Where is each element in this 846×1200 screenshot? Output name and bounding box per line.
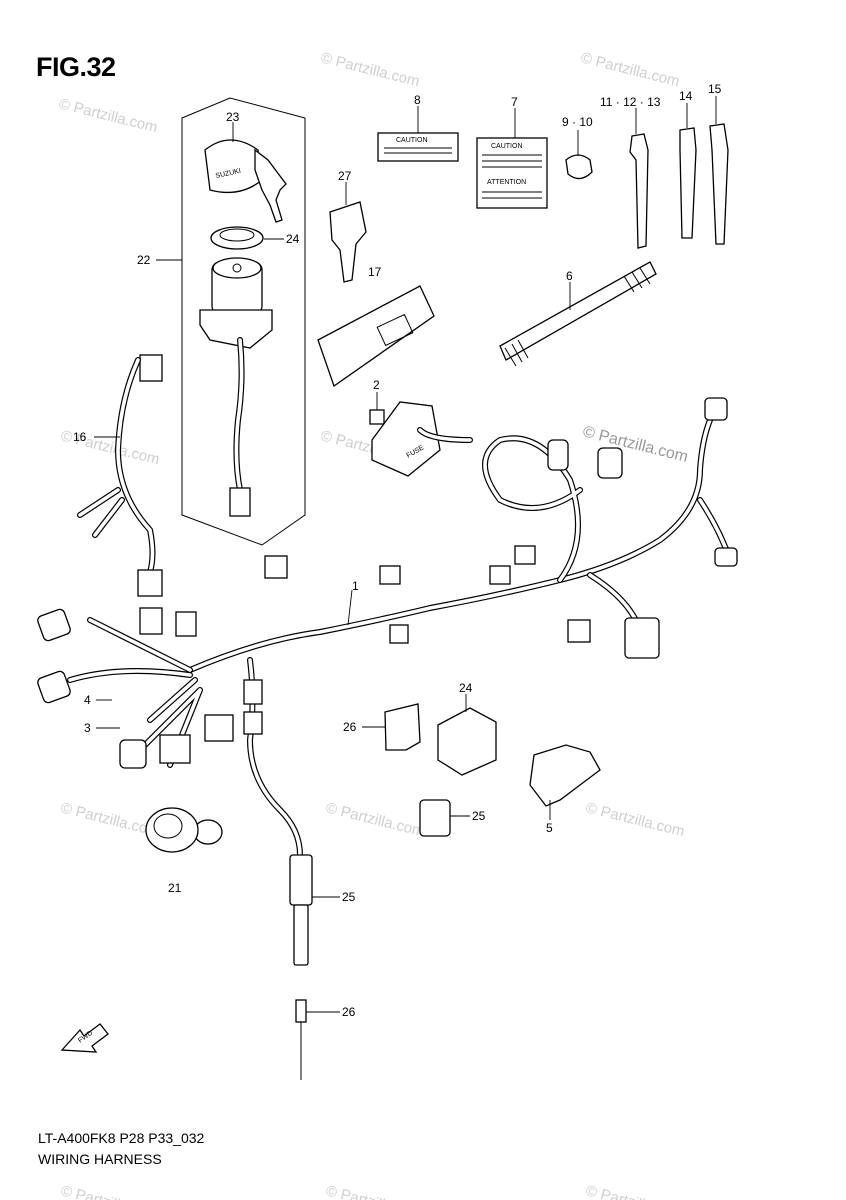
assembly-name: WIRING HARNESS — [38, 1151, 162, 1167]
ring-nut[interactable] — [210, 226, 264, 250]
part-ref: 3 — [84, 721, 91, 735]
part-ref: 2 — [373, 378, 380, 392]
switch-cover[interactable] — [204, 139, 263, 194]
watermark: © Partzilla.com — [319, 49, 421, 90]
sub-harness[interactable] — [77, 354, 163, 597]
part-ref: 24 — [286, 232, 300, 246]
ignition-key[interactable] — [254, 148, 287, 223]
part-ref: 6 — [566, 269, 573, 283]
part-ref: 4 — [84, 693, 91, 707]
watermark: © Partzilla.com — [581, 423, 690, 466]
part-ref: 7 — [511, 95, 518, 109]
wire-clamp[interactable] — [565, 154, 593, 180]
watermark: © Partzilla.com — [59, 1182, 161, 1200]
key-blank[interactable] — [329, 201, 367, 283]
part-ref: 14 — [679, 89, 693, 103]
watermark: © Partzilla.com — [324, 799, 426, 840]
bracket[interactable] — [317, 285, 435, 388]
part-ref: 21 — [168, 881, 182, 895]
forward-arrow: FWD — [60, 1023, 109, 1053]
part-ref: 24 — [459, 681, 473, 695]
watermark: © Partzilla.com — [584, 1182, 686, 1200]
ignition-switch-assembly[interactable]: SUZUKI — [181, 97, 306, 546]
figure-title: FIG.32 — [36, 52, 116, 82]
sensor[interactable] — [289, 854, 313, 966]
caution-text: CAUTION — [491, 143, 523, 150]
part-ref: 9 · 10 — [562, 115, 593, 129]
fuse-box[interactable]: FUSE — [371, 401, 441, 477]
watermark: © Partzilla.com — [324, 1182, 426, 1200]
clamp-band[interactable] — [709, 123, 729, 245]
watermark: © Partzilla.com — [579, 49, 681, 90]
model-code: LT-A400FK8 P28 P33_032 — [38, 1130, 205, 1146]
caution-label-small[interactable]: CAUTION — [377, 132, 459, 162]
starter-rod[interactable] — [499, 261, 657, 367]
leader-lines — [94, 96, 717, 1013]
caution-attention-label[interactable]: CAUTION ATTENTION — [476, 137, 548, 209]
watermark: © Partzilla.com — [584, 799, 686, 840]
relay[interactable] — [437, 707, 497, 776]
part-ref: 27 — [338, 169, 352, 183]
main-wiring-harness[interactable] — [36, 397, 738, 858]
watermark: © Partzilla.com — [57, 95, 159, 136]
part-ref: 11 · 12 · 13 — [600, 95, 661, 109]
spring-pin[interactable] — [295, 999, 307, 1080]
part-ref: 26 — [342, 1005, 356, 1019]
coupler[interactable] — [419, 799, 451, 837]
switch-connector[interactable] — [229, 487, 251, 517]
part-ref: 17 — [368, 265, 382, 279]
fuse[interactable] — [369, 409, 385, 425]
part-ref: 25 — [472, 809, 486, 823]
part-ref: 5 — [546, 821, 553, 835]
part-ref: 8 — [414, 93, 421, 107]
part-ref: 23 — [226, 110, 240, 124]
part-ref: 26 — [343, 720, 357, 734]
caution-text: CAUTION — [396, 137, 428, 144]
part-ref: 15 — [708, 82, 722, 96]
part-ref: 25 — [342, 890, 356, 904]
attention-text: ATTENTION — [487, 179, 526, 186]
part-ref: 16 — [73, 430, 87, 444]
cable-tie[interactable] — [629, 133, 649, 249]
rubber-boot[interactable] — [529, 744, 601, 807]
mounting-plate[interactable] — [384, 703, 421, 751]
part-ref: 22 — [137, 253, 151, 267]
part-ref: 1 — [352, 579, 359, 593]
clamp-band[interactable] — [679, 127, 697, 239]
bulb-socket[interactable] — [145, 807, 223, 853]
part-numbers: 23 24 22 8 7 9 · 10 11 · 12 · 13 14 15 2… — [73, 82, 722, 1019]
